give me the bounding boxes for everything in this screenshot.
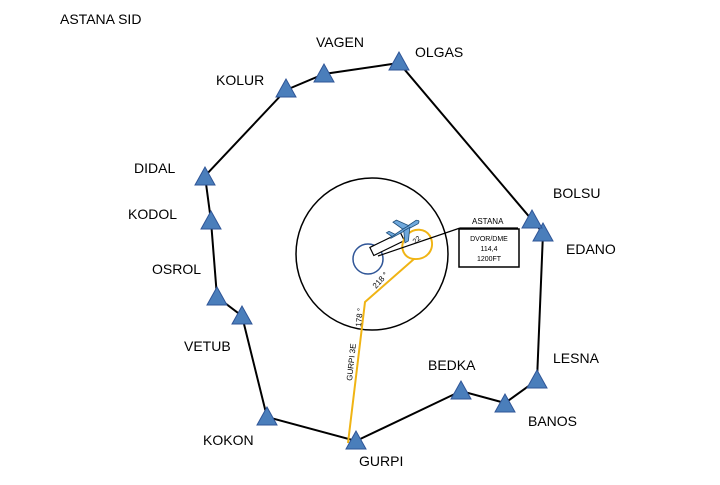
waypoint-label-kokon: KOKON [203,432,254,448]
waypoint-marker-bolsu [521,208,543,229]
runway-label: 22 [412,235,423,245]
waypoint-marker-vetub [231,304,253,325]
waypoint-label-edano: EDANO [566,241,616,257]
route-name-label: GURPI 3E [345,343,358,381]
terminal-area-circle [295,177,449,331]
waypoint-marker-olgas [388,50,410,71]
waypoint-marker-vagen [313,62,335,83]
navaid-leader-line [377,227,461,257]
waypoint-label-osrol: OSROL [152,261,201,277]
waypoint-marker-kodol [200,209,222,230]
waypoint-marker-kolur [275,77,297,98]
waypoint-label-didal: DIDAL [134,160,175,176]
waypoint-marker-kokon [256,405,278,426]
waypoint-label-vagen: VAGEN [316,34,364,50]
waypoint-marker-banos [494,392,516,413]
waypoint-label-lesna: LESNA [553,350,600,366]
waypoint-markers [194,50,554,450]
departure-turn-loop [401,228,433,261]
track-label-178: 178 ° [354,308,365,328]
waypoint-label-vetub: VETUB [184,338,231,354]
departure-route-line [347,258,415,444]
waypoint-marker-gurpi [345,429,367,450]
waypoint-label-kolur: KOLUR [216,72,264,88]
navaid-info-box [458,228,520,268]
navaid-type: DVOR/DME [470,236,508,243]
waypoint-label-bedka: BEDKA [428,357,476,373]
navaid-altitude: 1200FT [477,256,502,263]
waypoint-marker-bedka [450,379,472,400]
waypoint-label-gurpi: GURPI [359,453,403,469]
waypoint-label-olgas: OLGAS [415,44,463,60]
waypoint-marker-edano [532,221,554,242]
aircraft-icon [385,219,420,244]
waypoint-marker-didal [194,165,216,186]
waypoint-marker-osrol [206,285,228,306]
waypoint-label-kodol: KODOL [128,206,177,222]
page-title: ASTANA SID [60,11,142,27]
waypoint-marker-lesna [526,368,548,389]
navaid-circle [352,243,384,275]
navaid-name: ASTANA [472,217,504,226]
navaid-frequency: 114,4 [481,246,498,253]
runway [369,231,406,257]
waypoint-label-bolsu: BOLSU [553,185,600,201]
waypoint-label-banos: BANOS [528,413,577,429]
perimeter-route-line [203,61,545,443]
